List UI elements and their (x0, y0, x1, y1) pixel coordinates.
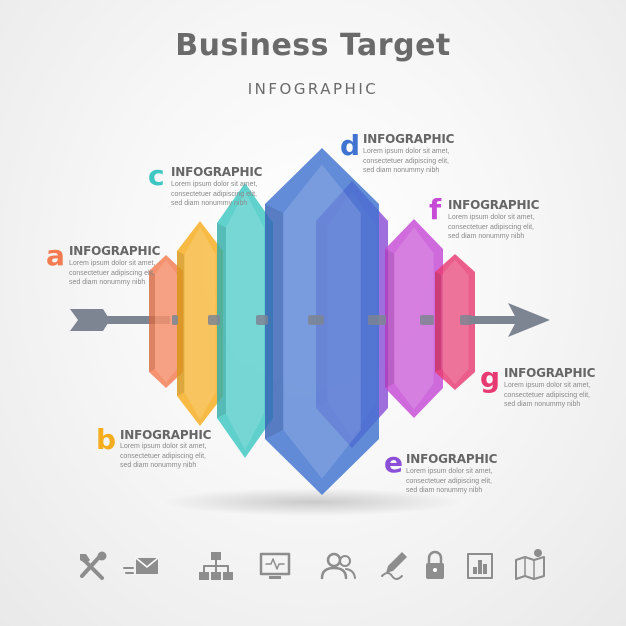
arrow-shaft-segment (420, 315, 434, 325)
arrow-tail (70, 309, 170, 331)
tools-icon (80, 551, 107, 580)
arrow-shaft-segment (368, 315, 386, 325)
step-b-desc: Lorem ipsum dolor sit amet,consectetuer … (120, 443, 207, 469)
step-a-letter: a (46, 239, 65, 272)
users-icon (320, 552, 356, 580)
mail-icon (123, 557, 159, 574)
step-g-desc: Lorem ipsum dolor sit amet,consectetuer … (504, 382, 591, 408)
gem-g (435, 254, 475, 390)
step-d-desc: Lorem ipsum dolor sit amet,consectetuer … (363, 148, 450, 174)
step-b-letter: b (96, 423, 117, 456)
diagram-shadow (162, 488, 462, 516)
arrow-shaft-segment (256, 315, 268, 325)
step-g-heading: INFOGRAPHIC (504, 366, 596, 380)
gem-b (177, 221, 223, 426)
page-title: Business Target (175, 28, 451, 63)
step-b-heading: INFOGRAPHIC (120, 428, 212, 442)
arrow-shaft-segment (308, 315, 324, 325)
lock-icon (426, 550, 444, 579)
step-g-letter: g (480, 361, 501, 394)
arrow-head (470, 303, 550, 337)
map-icon (515, 549, 545, 580)
step-e-desc: Lorem ipsum dolor sit amet,consectetuer … (406, 468, 493, 494)
step-d-heading: INFOGRAPHIC (363, 132, 455, 146)
page-subtitle: INFOGRAPHIC (247, 80, 379, 98)
arrow-shaft-segment (172, 315, 178, 325)
bar-chart-icon (467, 553, 493, 579)
gem-c (217, 183, 273, 458)
step-a-desc: Lorem ipsum dolor sit amet,consectetuer … (69, 260, 156, 286)
step-f-heading: INFOGRAPHIC (448, 198, 540, 212)
step-e-letter: e (384, 446, 403, 479)
monitor-icon (259, 552, 291, 579)
gem-f (385, 219, 443, 418)
step-c-letter: c (148, 159, 165, 192)
step-a-heading: INFOGRAPHIC (69, 244, 161, 258)
arrow-shaft-segment (208, 315, 220, 325)
step-c-heading: INFOGRAPHIC (171, 165, 263, 179)
step-c-desc: Lorem ipsum dolor sit amet,consectetuer … (171, 181, 258, 207)
pen-icon (381, 552, 407, 580)
org-chart-icon (199, 552, 233, 580)
step-f-letter: f (429, 193, 442, 226)
step-f-desc: Lorem ipsum dolor sit amet,consectetuer … (448, 214, 535, 240)
gem-a (149, 255, 183, 388)
arrow-shaft-segment (460, 315, 472, 325)
step-d-letter: d (340, 129, 361, 162)
step-e-heading: INFOGRAPHIC (406, 452, 498, 466)
